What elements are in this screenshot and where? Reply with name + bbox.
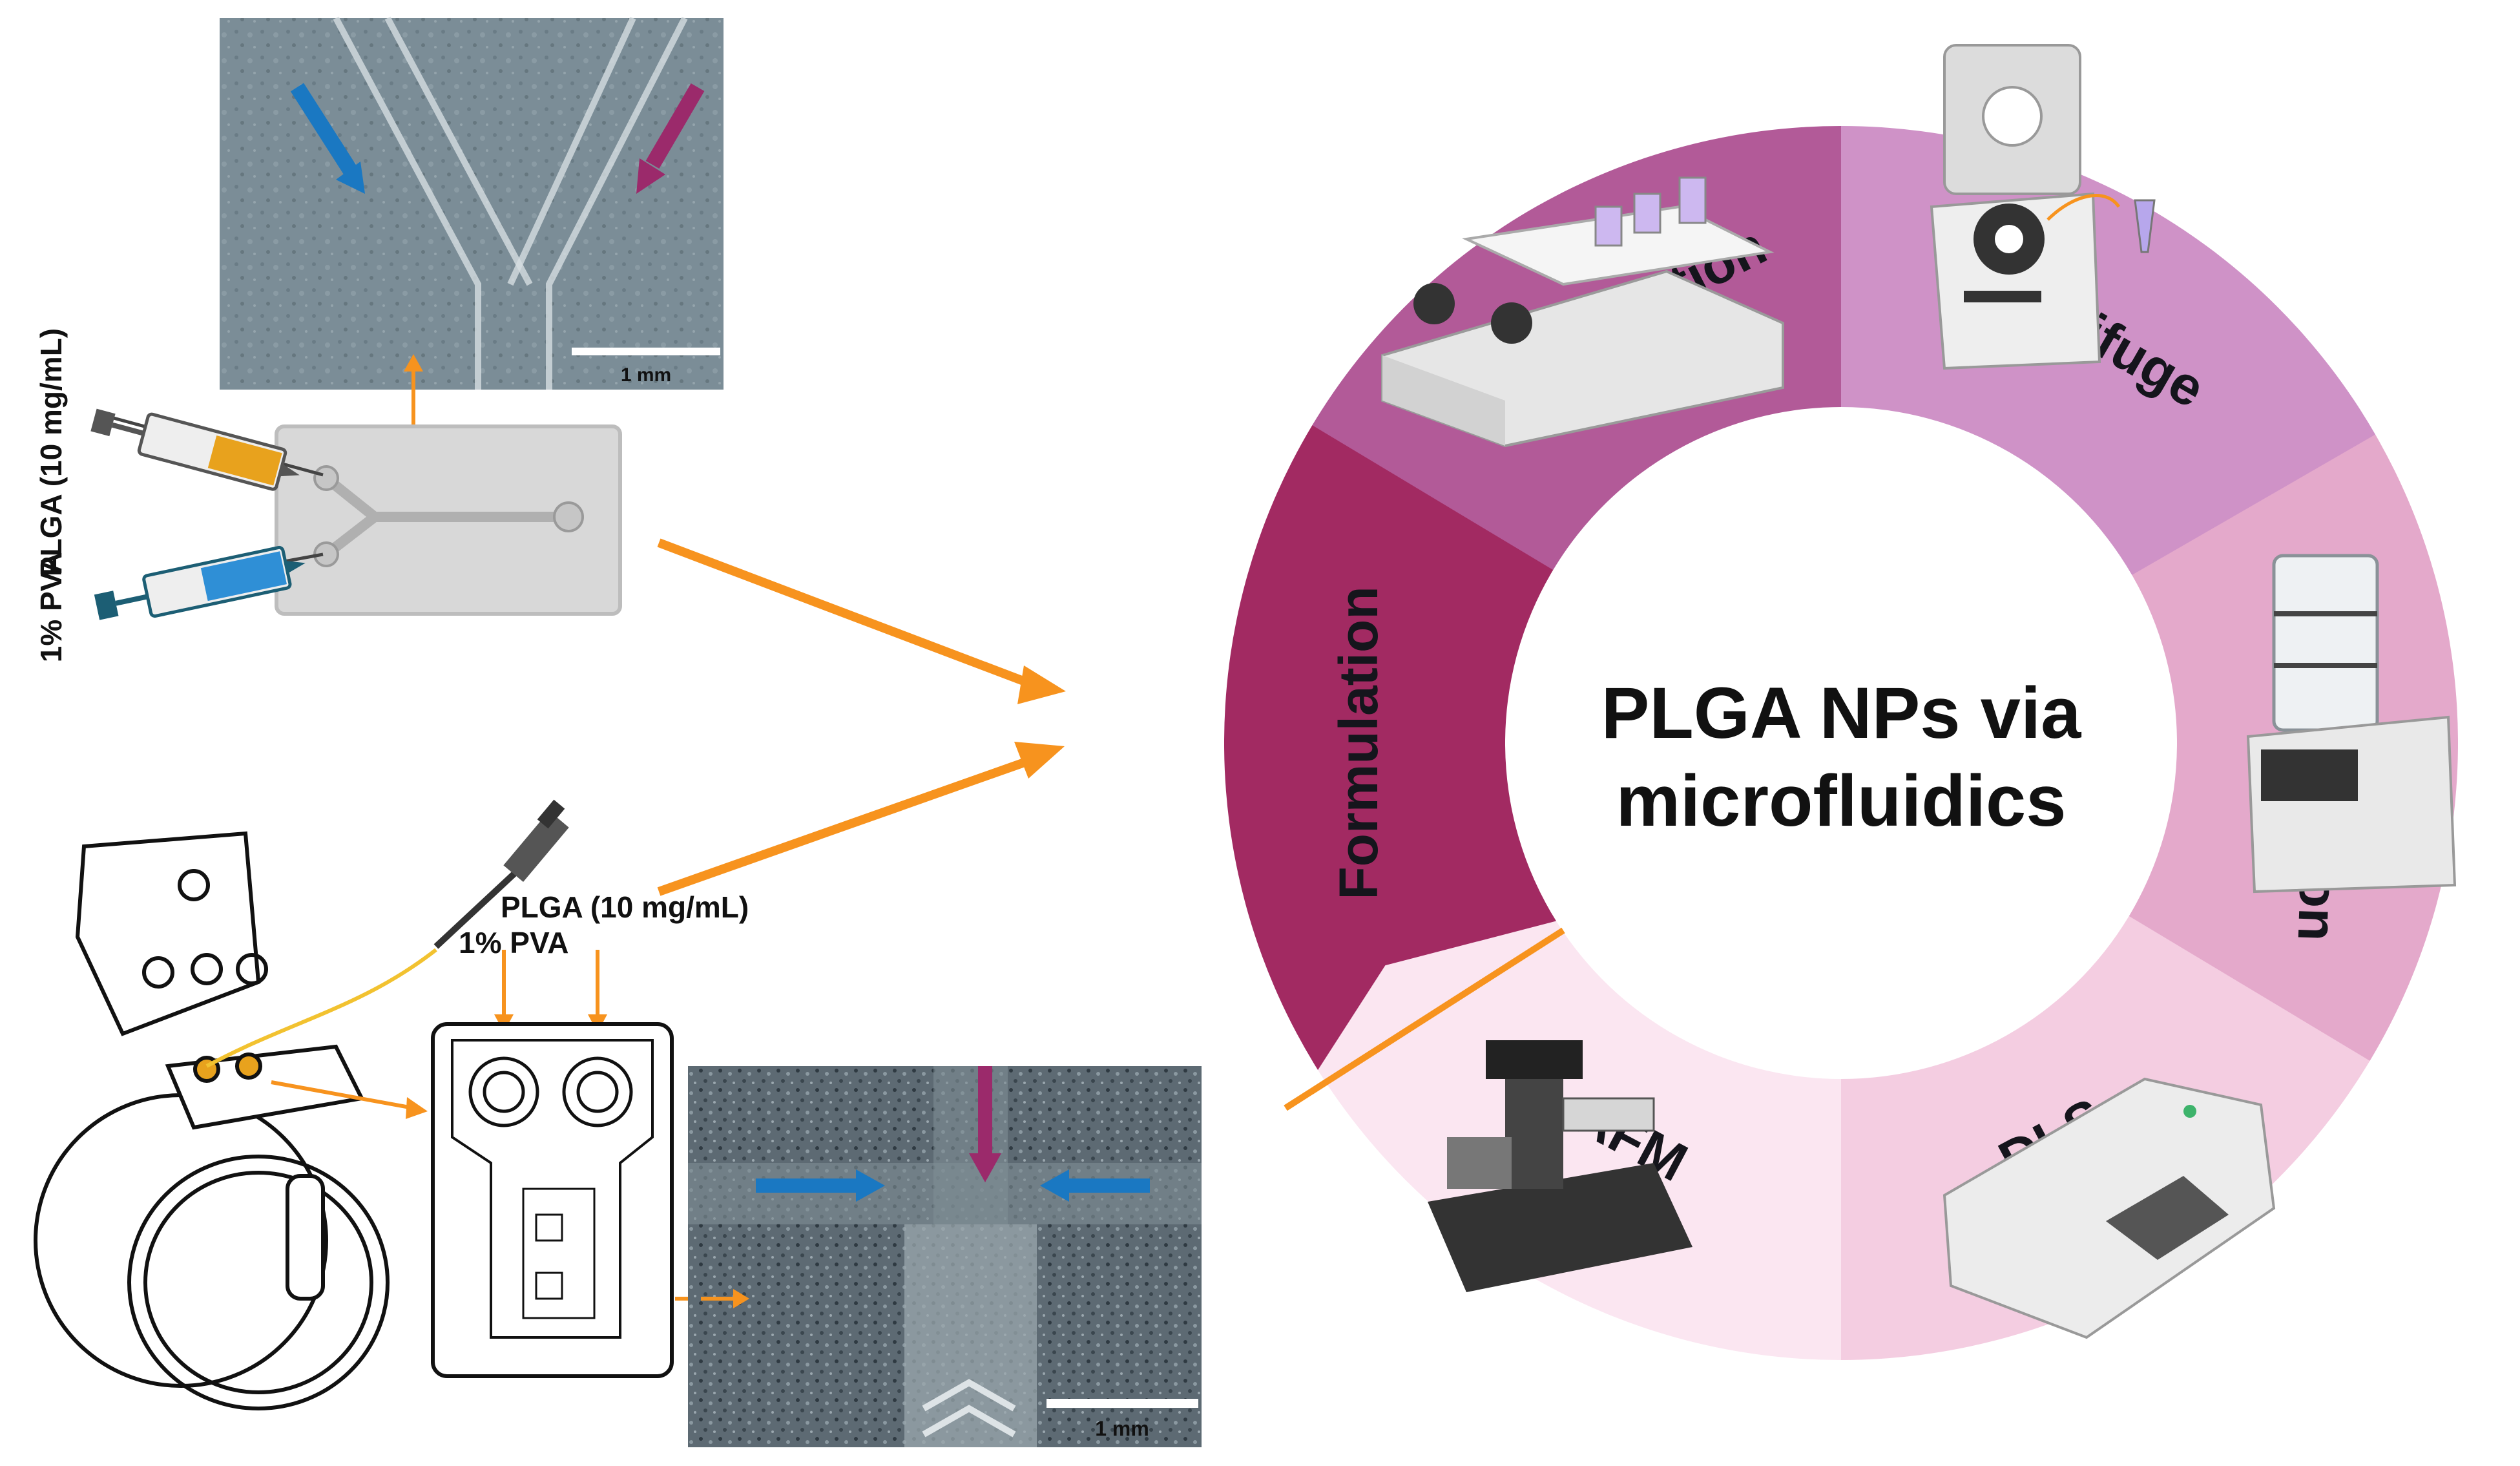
cycle-segment-formulation [1224, 425, 1557, 1071]
center-disk [1512, 414, 2171, 1073]
pipette-label-pva: 1% PVA [459, 926, 568, 959]
arrow-chip-to-cycle [657, 538, 1036, 689]
scale-bar-2 [1047, 1399, 1198, 1408]
syringe-plga [90, 408, 324, 491]
micrograph-background [220, 18, 724, 390]
blue-flow-arrow [290, 83, 359, 178]
blue-flow-arrowhead [336, 162, 365, 194]
pipette [433, 799, 569, 949]
scale-bar [572, 348, 720, 355]
device-lid [75, 831, 261, 1036]
chip-inlet-1 [313, 465, 339, 491]
scale-bar-2-label: 1 mm [1095, 1417, 1149, 1440]
scale-bar-label: 1 mm [621, 364, 671, 386]
dls-instrument-illustration [1942, 1077, 2276, 1339]
center-title-line-1: PLGA NPs via [1601, 673, 2081, 753]
freeze-dryer-illustration [2246, 554, 2457, 894]
syringe-pva [94, 545, 324, 620]
plga-solution [207, 435, 282, 486]
hotplate-stirrer-illustration [1381, 176, 1784, 448]
cycle-segment-afm [1318, 921, 1841, 1360]
channel-wall-left [333, 16, 533, 390]
pipette-label-plga: PLGA (10 mg/mL) [501, 890, 749, 924]
syringe-plga-label: PLGA (10 mg/mL) [34, 328, 68, 576]
magenta-flow-arrow [645, 83, 705, 169]
center-title-line-2: microfluidics [1616, 760, 2066, 841]
magenta-flow-arrowhead [636, 158, 665, 194]
centrifuge-illustration [1930, 44, 2156, 370]
device-cartridge [165, 1044, 365, 1130]
chip-outlet [553, 501, 584, 532]
pva-solution [200, 551, 287, 602]
microfluidic-device [34, 831, 390, 1410]
microfluidic-chip [275, 354, 622, 616]
syringe-pva-label: 1% PVA [34, 552, 68, 662]
cartridge-frame [431, 1022, 674, 1378]
micrograph-y-junction: 1 mm [220, 16, 724, 390]
cycle-label-formulation: Formulation [1328, 586, 1389, 899]
channel-wall-right [507, 16, 688, 390]
micrograph-t-junction: 1 mm [688, 1066, 1202, 1447]
afm-instrument-illustration [1428, 1040, 1692, 1292]
cartridge-closeup [271, 950, 701, 1378]
arrow-device-to-cycle [657, 755, 1036, 896]
formulation-divider [1284, 927, 1565, 1111]
device-base [34, 1093, 328, 1388]
collection-tube [286, 1174, 325, 1301]
tubing [205, 948, 437, 1068]
